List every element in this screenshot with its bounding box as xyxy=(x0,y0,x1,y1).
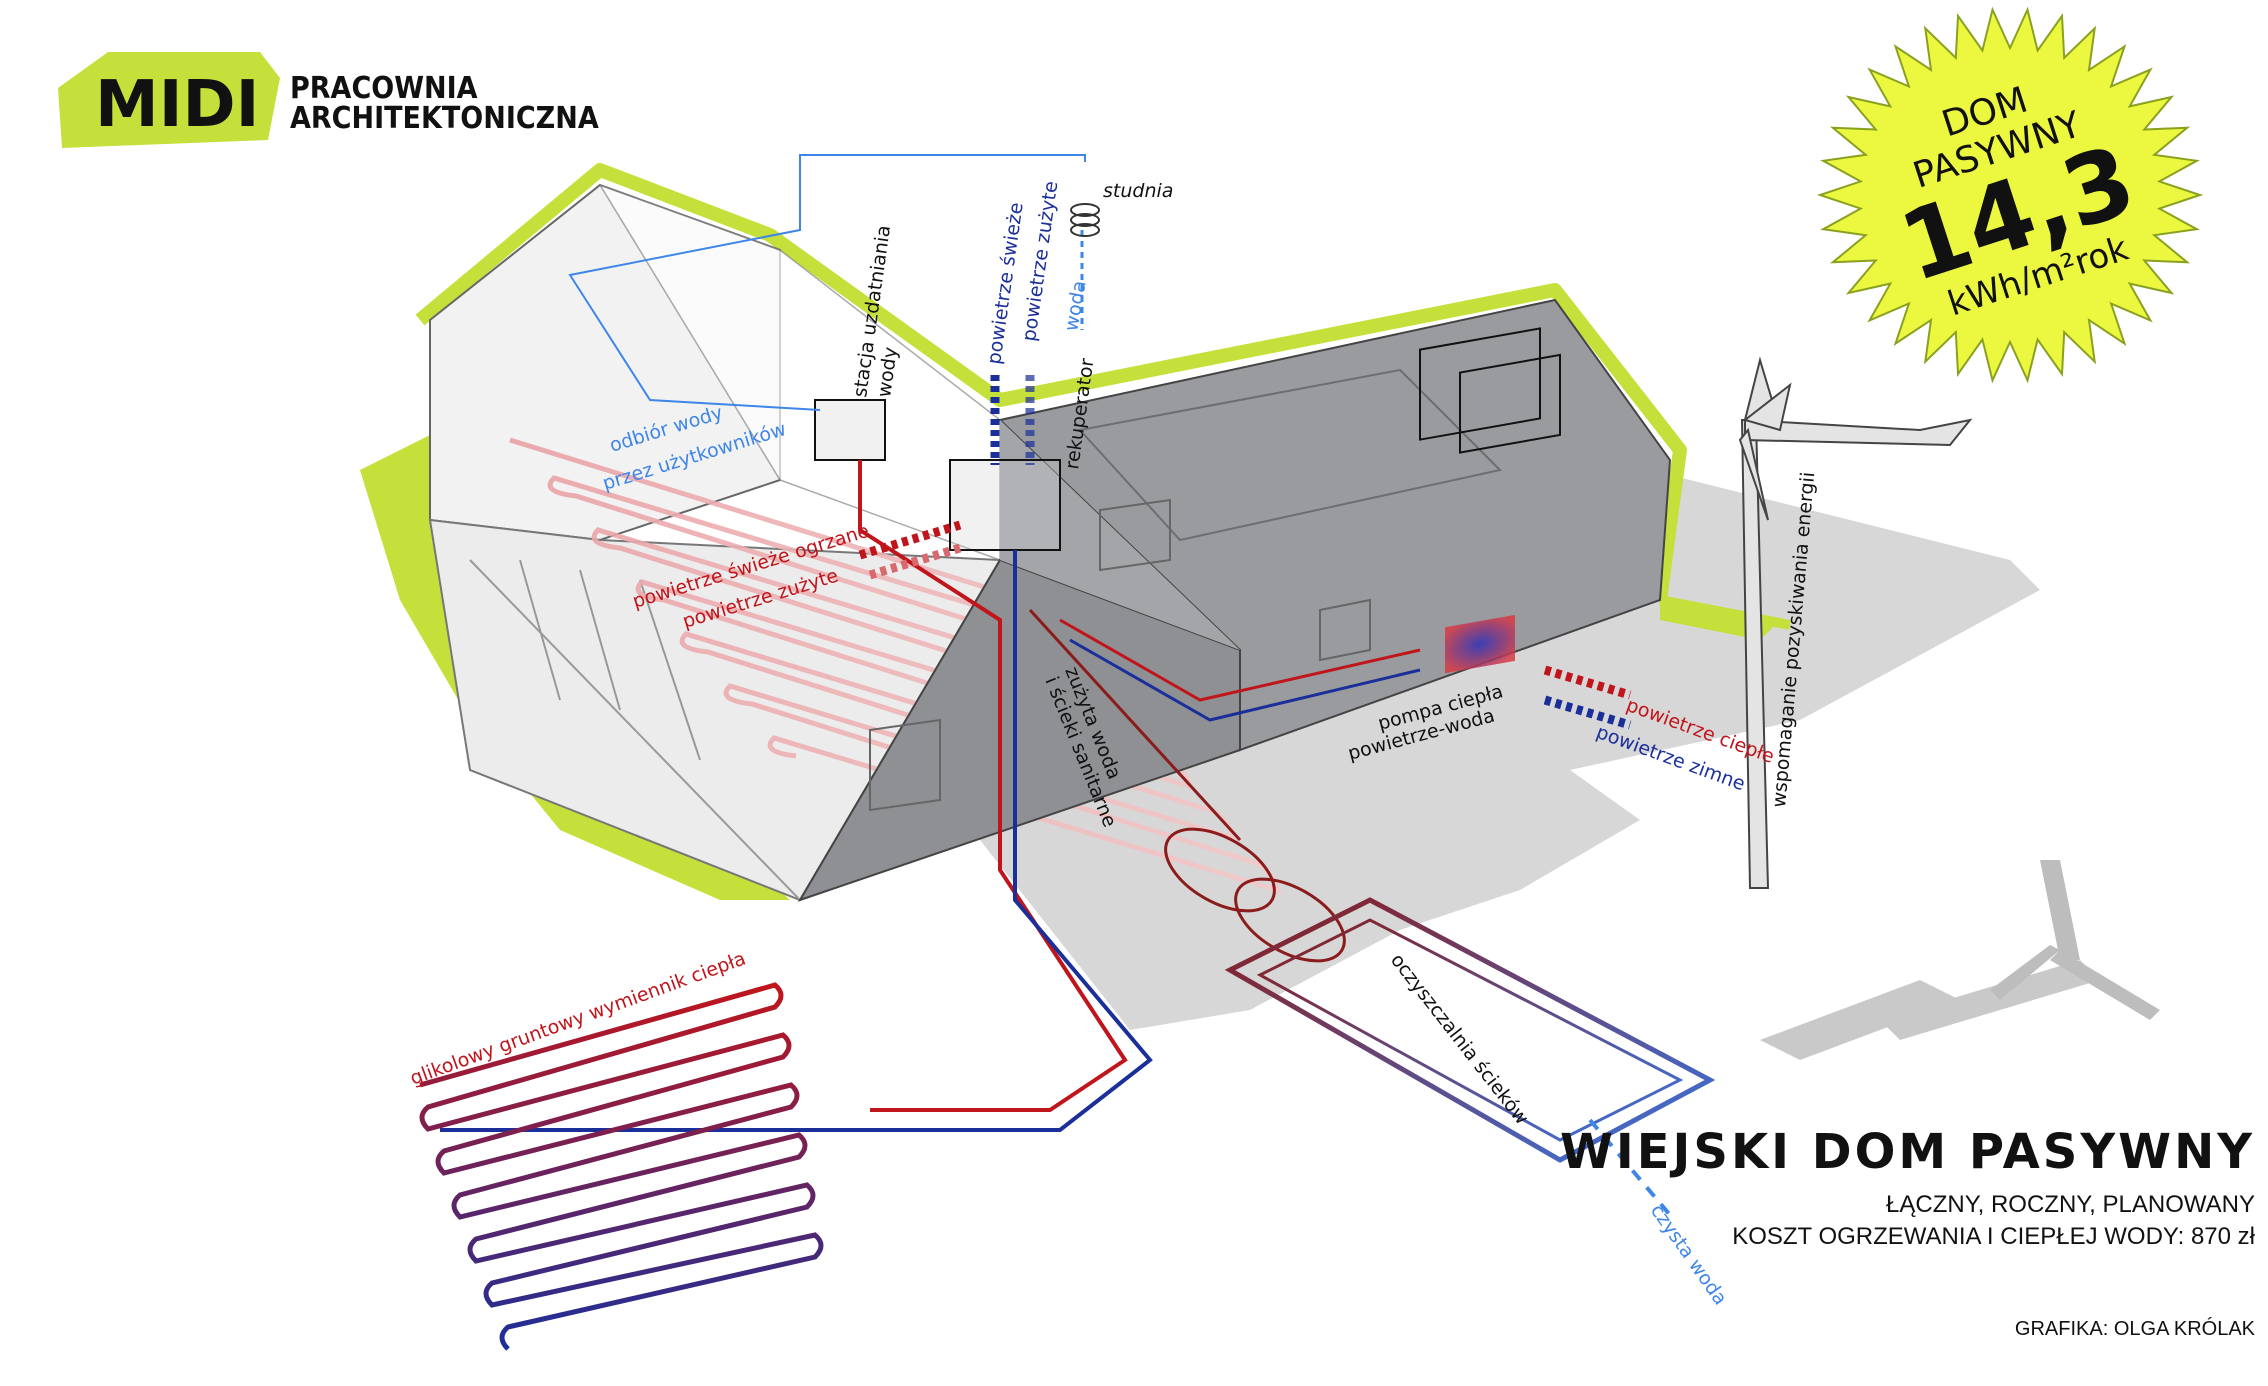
sewage-treatment xyxy=(1164,827,1716,1217)
left-wing-house xyxy=(428,183,1002,902)
floor-heating xyxy=(509,437,1282,895)
title-line-1: ŁĄCZNY, ROCZNY, PLANOWANY xyxy=(1886,1191,2255,1218)
logo-brand: MIDI xyxy=(95,68,259,142)
label-studnia: studnia xyxy=(1103,180,1173,202)
label-czysta-woda: czysta woda xyxy=(1646,1200,1731,1309)
air-flows xyxy=(858,375,1632,730)
title-block: WIEJSKI DOM PASYWNY ŁĄCZNY, ROCZNY, PLAN… xyxy=(1560,1124,2256,1340)
passive-house-badge: DOM PASYWNY 14,3 kWh/m²rok xyxy=(1816,6,2204,384)
logo-line2: ARCHITEKTONICZNA xyxy=(290,101,599,136)
roof-outline xyxy=(415,163,1791,630)
logo-line1: PRACOWNIA xyxy=(290,71,478,106)
equipment-boxes xyxy=(814,399,1061,551)
label-woda: woda xyxy=(1060,279,1091,333)
midi-logo: MIDI PRACOWNIA ARCHITEKTONICZNA xyxy=(58,52,599,148)
well-icon xyxy=(1070,203,1100,237)
turbine-shadow xyxy=(1990,860,2160,1020)
ground-heat-exchanger xyxy=(419,982,824,1351)
wind-turbine-icon xyxy=(1738,356,1973,889)
title-line-2: KOSZT OGRZEWANIA I CIEPŁEJ WODY: 870 zł xyxy=(1732,1223,2255,1250)
pipes xyxy=(440,154,1421,1132)
heat-pump-unit xyxy=(1419,327,1561,674)
credit: GRAFIKA: OLGA KRÓLAK xyxy=(2015,1317,2256,1340)
page-title: WIEJSKI DOM PASYWNY xyxy=(1560,1124,2255,1180)
label-glikol: glikolowy gruntowy wymiennik ciepła xyxy=(407,947,748,1089)
